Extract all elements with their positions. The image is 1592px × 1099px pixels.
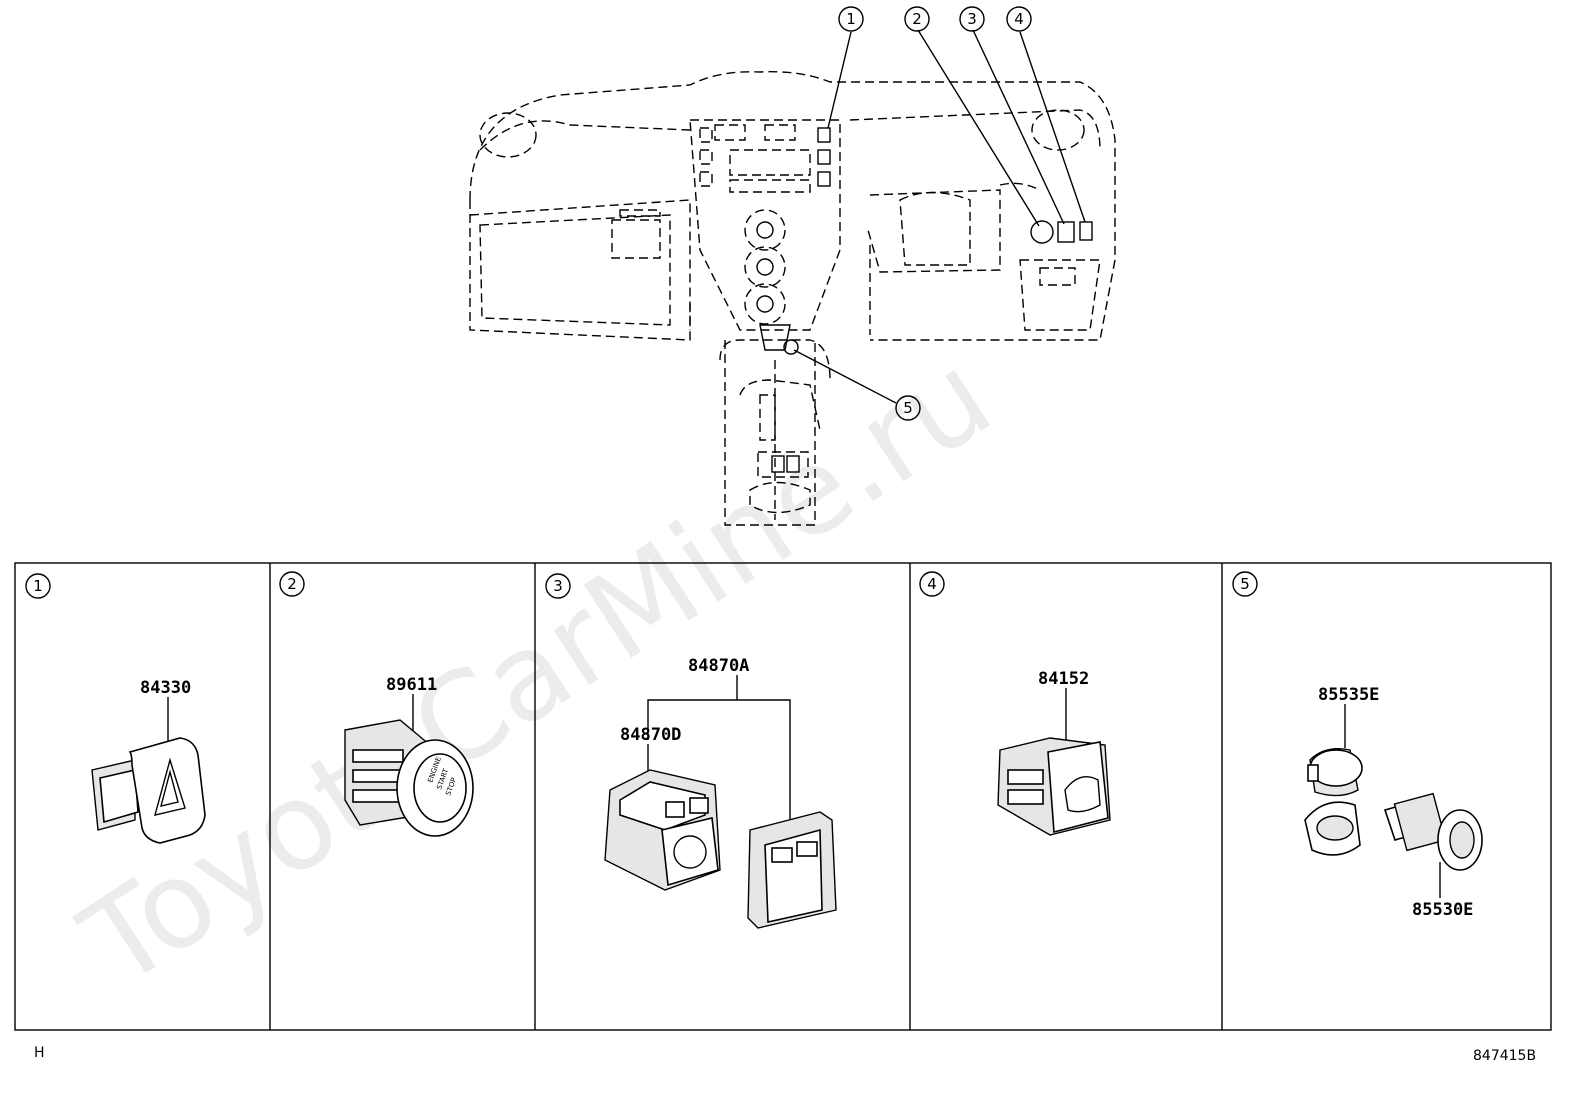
switch-bezel: [747, 811, 837, 929]
panel-number: 4: [927, 575, 937, 593]
svg-text:1: 1: [846, 10, 856, 28]
callout-2: 2: [904, 6, 930, 32]
part-number-89611: 89611: [386, 675, 437, 695]
mirror-switch: [604, 769, 721, 891]
part-number-84870A: 84870A: [688, 656, 749, 676]
socket-cap: [1304, 748, 1363, 856]
callout-4: 4: [1006, 6, 1032, 32]
diagram-id: 847415B: [1473, 1048, 1536, 1064]
panel-3: 3 84870A 84870D: [545, 573, 837, 929]
svg-text:3: 3: [967, 10, 977, 28]
panel-4: 4 84152: [919, 571, 1111, 836]
dashboard-illustration: [469, 71, 1116, 526]
callout-5: 5: [895, 395, 921, 421]
watermark: ToyotaCarMine.ru: [59, 327, 1015, 1015]
panel-2: 2 89611 ENGINE START STOP: [279, 571, 474, 837]
part-number-84870D: 84870D: [620, 725, 681, 745]
power-outlet: [1383, 792, 1483, 871]
callout-3: 3: [959, 6, 985, 32]
headlamp-leveling-switch: [997, 737, 1111, 836]
footer-code-left: H: [34, 1045, 45, 1061]
callout-leaders: [793, 29, 1086, 404]
part-number-85535E: 85535E: [1318, 685, 1379, 705]
svg-text:2: 2: [912, 10, 922, 28]
callout-1: 1: [838, 6, 864, 32]
push-start-switch: ENGINE START STOP: [344, 719, 474, 837]
panel-number: 1: [33, 577, 43, 595]
part-number-85530E: 85530E: [1412, 900, 1473, 920]
panel-5: 5 85535E 85530E: [1232, 571, 1483, 920]
part-number-84330: 84330: [140, 678, 191, 698]
part-number-84152: 84152: [1038, 669, 1089, 689]
panel-number: 2: [287, 575, 297, 593]
hazard-switch: [91, 737, 206, 844]
panel-1: 1 84330: [25, 573, 206, 844]
svg-text:4: 4: [1014, 10, 1024, 28]
panel-grid: [14, 562, 1552, 1031]
svg-text:5: 5: [903, 399, 913, 417]
panel-number: 3: [553, 577, 563, 595]
panel-number: 5: [1240, 575, 1250, 593]
